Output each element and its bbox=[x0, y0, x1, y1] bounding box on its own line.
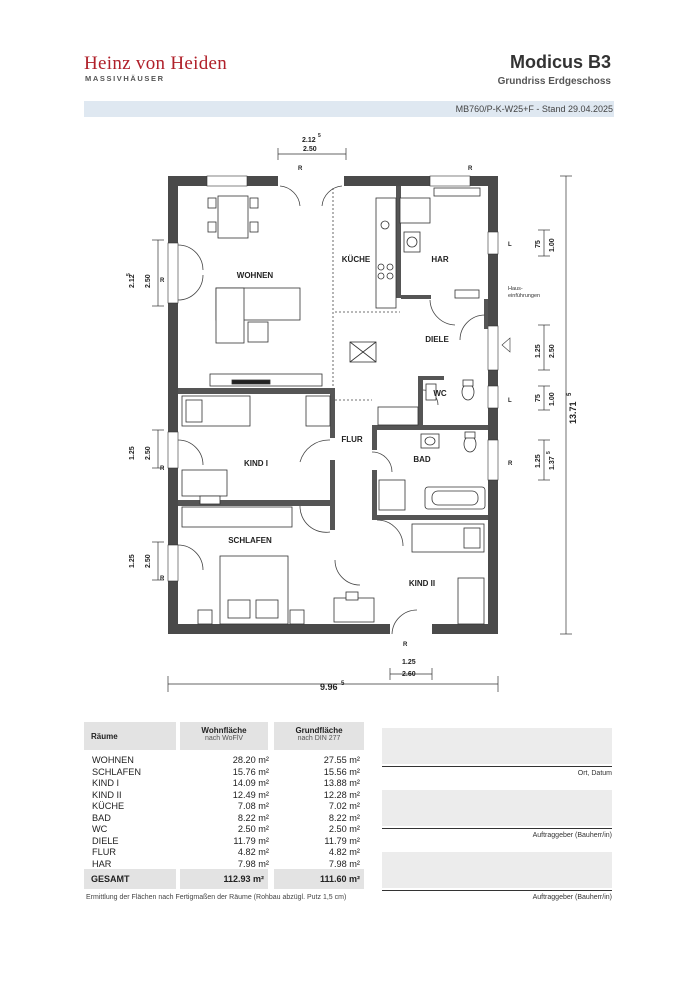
interior-walls bbox=[178, 186, 488, 530]
signature-line bbox=[382, 766, 612, 767]
room-wc: WC bbox=[433, 389, 447, 398]
signature-line bbox=[382, 828, 612, 829]
room-kind2: KIND II bbox=[409, 579, 435, 588]
header-wohnflaeche: Wohnfläche nach WoFlV bbox=[180, 722, 268, 750]
svg-text:Haus-: Haus- bbox=[508, 286, 523, 292]
room-diele: DIELE bbox=[425, 335, 449, 344]
header-room: Räume bbox=[84, 722, 176, 750]
svg-text:75: 75 bbox=[535, 394, 542, 402]
page-title: Modicus B3 bbox=[509, 52, 611, 72]
plan-code: MB760/P-K-W25+F - Stand 29.04.2025 bbox=[455, 104, 613, 114]
svg-text:R: R bbox=[508, 461, 513, 467]
svg-text:1.25: 1.25 bbox=[402, 659, 416, 666]
room-schlafen: SCHLAFEN bbox=[228, 536, 272, 545]
svg-text:einführungen: einführungen bbox=[508, 293, 540, 299]
hausanschluss-note: Haus- einführungen bbox=[508, 286, 540, 299]
svg-text:1.00: 1.00 bbox=[549, 392, 556, 406]
signature-field-ort[interactable] bbox=[382, 728, 612, 764]
page-subtitle: Grundriss Erdgeschoss bbox=[497, 76, 611, 87]
room-kind1: KIND I bbox=[244, 459, 268, 468]
svg-text:5: 5 bbox=[546, 451, 552, 454]
header-grundflaeche: Grundfläche nach DIN 277 bbox=[274, 722, 364, 750]
area-note: Ermittlung der Flächen nach Fertigmaßen … bbox=[86, 894, 347, 901]
svg-text:1.37: 1.37 bbox=[549, 456, 556, 470]
svg-text:R: R bbox=[160, 278, 165, 284]
svg-text:5: 5 bbox=[318, 133, 321, 139]
svg-text:2.50: 2.50 bbox=[145, 446, 152, 460]
brand-tagline: MASSIVHÄUSER bbox=[85, 74, 165, 83]
svg-text:2.12: 2.12 bbox=[302, 137, 316, 144]
header-bar bbox=[84, 101, 614, 117]
svg-text:1.25: 1.25 bbox=[129, 446, 136, 460]
brand-logo: Heinz von Heiden bbox=[84, 53, 228, 74]
svg-text:5: 5 bbox=[126, 273, 132, 276]
svg-text:R: R bbox=[298, 166, 303, 172]
svg-text:L: L bbox=[508, 242, 512, 248]
table-total-row: GESAMT 112.93 m² 111.60 m² bbox=[84, 869, 364, 889]
dimension-labels: 2.12 5 2.50 2.12 5 2.50 1.25 2.50 1.25 2… bbox=[126, 133, 578, 692]
signature-line bbox=[382, 890, 612, 891]
svg-text:1.25: 1.25 bbox=[535, 344, 542, 358]
room-wohnen: WOHNEN bbox=[237, 271, 274, 280]
access-hatch bbox=[349, 341, 377, 363]
furniture bbox=[181, 187, 486, 625]
svg-text:2.60: 2.60 bbox=[402, 671, 416, 678]
label-auftraggeber-1: Auftraggeber (Bauherr/in) bbox=[532, 832, 612, 839]
entrance-arrow-icon bbox=[501, 337, 511, 353]
signature-field-auftraggeber-2[interactable] bbox=[382, 852, 612, 888]
svg-text:1.25: 1.25 bbox=[535, 454, 542, 468]
division-lines bbox=[332, 188, 400, 401]
svg-text:2.50: 2.50 bbox=[303, 146, 317, 153]
svg-text:5: 5 bbox=[341, 681, 345, 687]
svg-text:2.50: 2.50 bbox=[549, 344, 556, 358]
svg-text:1.25: 1.25 bbox=[129, 554, 136, 568]
windows bbox=[167, 175, 499, 582]
svg-text:2.50: 2.50 bbox=[145, 274, 152, 288]
svg-text:13.71: 13.71 bbox=[568, 401, 578, 424]
floor-plan: WOHNEN KÜCHE HAR DIELE WC FLUR BAD KIND … bbox=[126, 133, 578, 692]
svg-text:2.12: 2.12 bbox=[129, 274, 136, 288]
svg-text:2.50: 2.50 bbox=[145, 554, 152, 568]
label-auftraggeber-2: Auftraggeber (Bauherr/in) bbox=[532, 894, 612, 901]
room-kueche: KÜCHE bbox=[342, 255, 371, 264]
svg-text:75: 75 bbox=[535, 240, 542, 248]
svg-text:L: L bbox=[508, 398, 512, 404]
svg-text:R: R bbox=[403, 642, 408, 648]
dimension-lines bbox=[152, 148, 572, 692]
signature-field-auftraggeber-1[interactable] bbox=[382, 790, 612, 826]
svg-text:R: R bbox=[160, 576, 165, 582]
window-markers: R R R R R L L R R bbox=[160, 166, 513, 648]
room-labels: WOHNEN KÜCHE HAR DIELE WC FLUR BAD KIND … bbox=[228, 255, 449, 588]
svg-text:9.96: 9.96 bbox=[320, 682, 338, 692]
svg-text:R: R bbox=[468, 166, 473, 172]
svg-text:R: R bbox=[160, 466, 165, 472]
svg-text:5: 5 bbox=[567, 392, 573, 396]
room-flur: FLUR bbox=[341, 435, 363, 444]
label-ort-datum: Ort, Datum bbox=[577, 770, 612, 777]
doors bbox=[177, 185, 486, 635]
room-har: HAR bbox=[431, 255, 449, 264]
svg-text:1.00: 1.00 bbox=[549, 238, 556, 252]
room-bad: BAD bbox=[413, 455, 431, 464]
